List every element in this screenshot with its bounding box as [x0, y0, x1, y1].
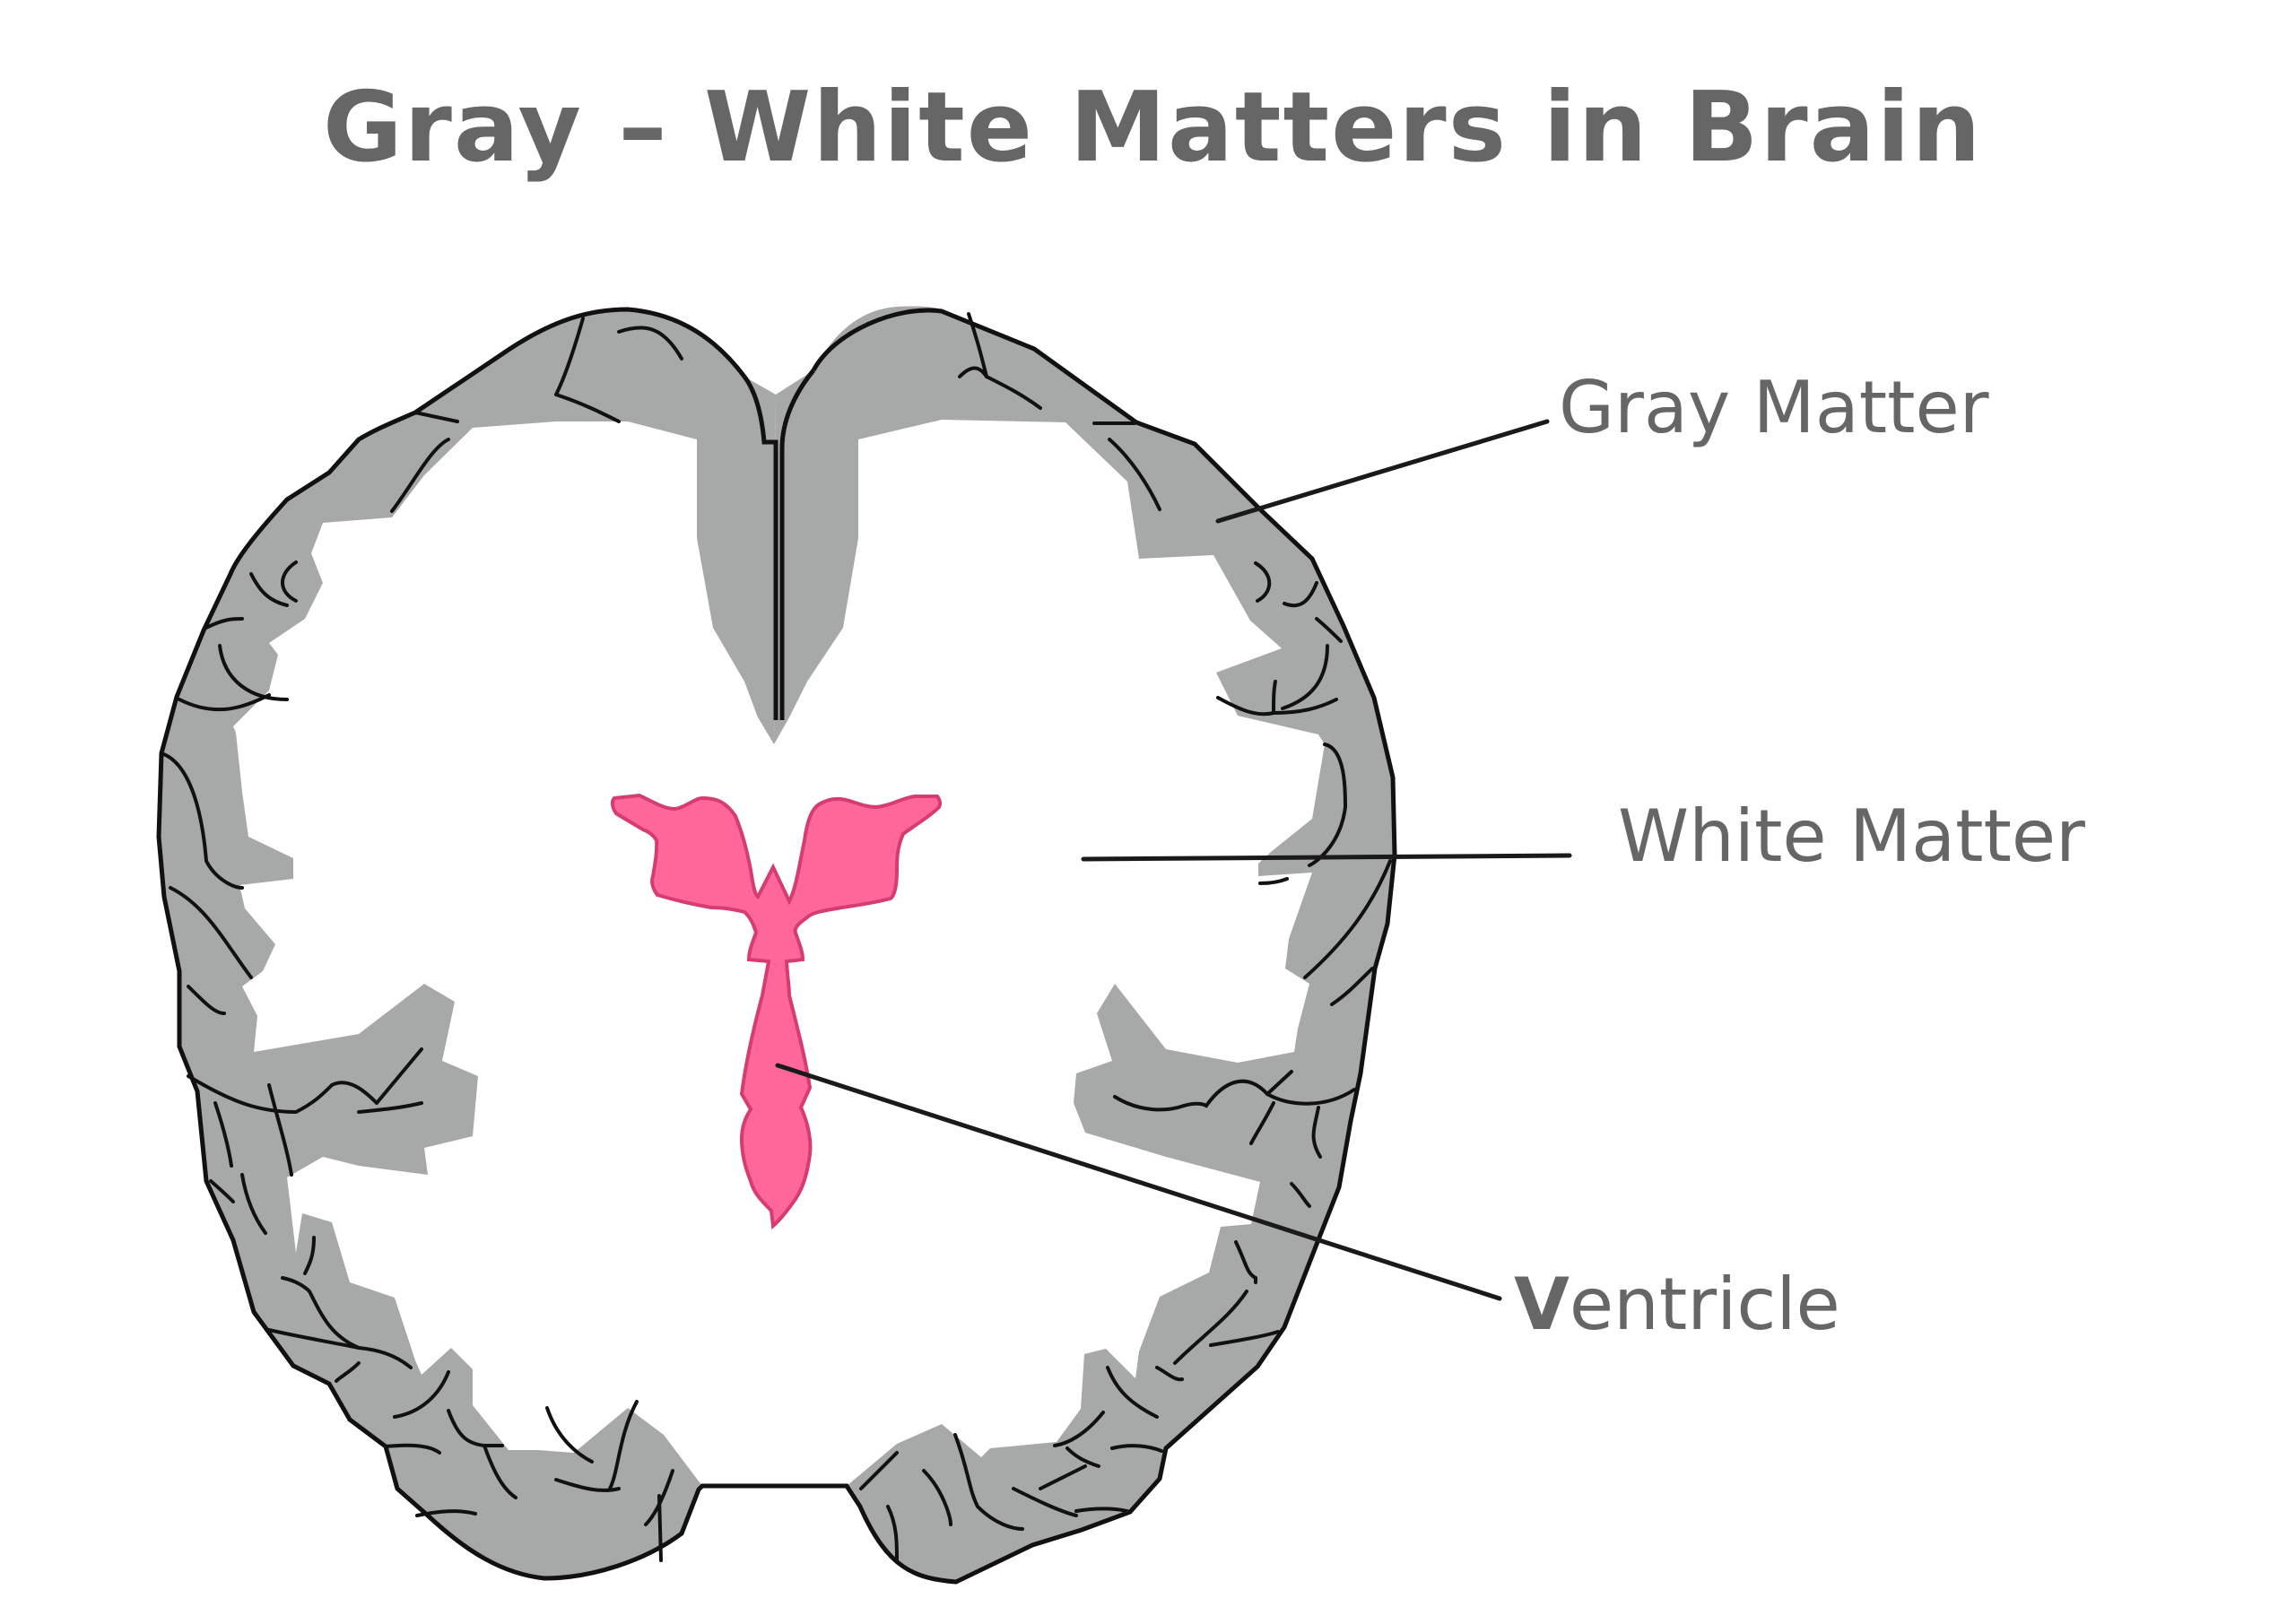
ventricle-label-rest: entricle	[1569, 1263, 1840, 1346]
ventricle-shape	[610, 793, 943, 1230]
ventricle-label: Ventricle	[1514, 1264, 1840, 1345]
pointer-lines	[775, 419, 1572, 1301]
gray-matter-region	[159, 306, 1395, 1582]
longitudinal-fissure	[742, 369, 815, 720]
white-matter-label: White Matter	[1618, 795, 2085, 878]
gray-matter-pointer	[1215, 419, 1550, 524]
gray-matter-label: Gray Matter	[1559, 366, 1989, 449]
page-title: Gray – White Matters in Brain	[323, 72, 1983, 184]
ventricle-pointer	[775, 1063, 1502, 1301]
ventricle-label-initial: V	[1514, 1263, 1570, 1346]
brain-outline	[156, 307, 1397, 1585]
white-matter-pointer	[1081, 853, 1572, 862]
sulci-lines	[160, 312, 1392, 1562]
